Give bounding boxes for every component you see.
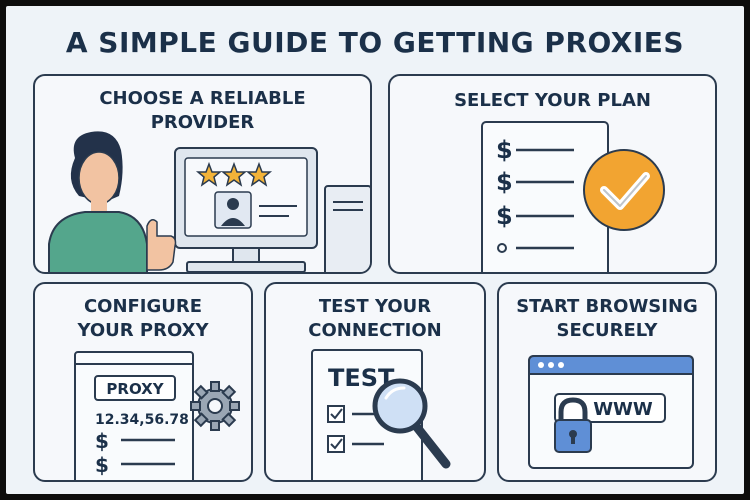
infographic-canvas: A SIMPLE GUIDE TO GETTING PROXIES CHOOSE… bbox=[6, 6, 744, 494]
check-badge-icon bbox=[583, 149, 665, 231]
provider-illustration bbox=[48, 131, 370, 272]
computer-icon bbox=[174, 147, 370, 272]
document-icon bbox=[74, 351, 194, 480]
page-title: A SIMPLE GUIDE TO GETTING PROXIES bbox=[65, 26, 685, 59]
browse-illustration: WWW bbox=[528, 355, 694, 469]
star-icon bbox=[195, 161, 273, 187]
step-card-browse-securely: START BROWSING SECURELY WWW bbox=[497, 282, 717, 482]
plan-symbol: $ bbox=[496, 136, 513, 164]
step-card-select-plan: SELECT YOUR PLAN $ $ $ bbox=[388, 74, 717, 274]
step-card-choose-provider: CHOOSE A RELIABLE PROVIDER bbox=[33, 74, 372, 274]
test-illustration: TEST bbox=[311, 349, 451, 480]
proxy-field bbox=[94, 375, 176, 401]
currency-symbol: $ bbox=[95, 429, 109, 453]
currency-symbol: $ bbox=[95, 453, 109, 477]
step-title-line1: SELECT YOUR PLAN bbox=[454, 90, 651, 111]
plan-illustration: $ $ $ bbox=[481, 121, 665, 272]
proxy-field-label: PROXY bbox=[106, 380, 164, 398]
configure-illustration: PROXY 12.34,56.78 $ $ bbox=[74, 351, 240, 480]
step-card-configure-proxy: CONFIGURE YOUR PROXY PROXY 12.34,56.78 $… bbox=[33, 282, 253, 482]
plan-symbol: $ bbox=[496, 168, 513, 196]
user-avatar-icon bbox=[214, 191, 252, 229]
step-card-test-connection: TEST YOUR CONNECTION TEST bbox=[264, 282, 486, 482]
checkbox-icon bbox=[327, 405, 384, 453]
step-title-line1: START BROWSING bbox=[516, 296, 698, 317]
step-title-line2: SECURELY bbox=[556, 320, 658, 341]
step-title-line1: CONFIGURE bbox=[83, 296, 203, 317]
step-title-line2: YOUR PROXY bbox=[77, 320, 209, 341]
plan-symbol: $ bbox=[496, 202, 513, 230]
gear-icon bbox=[190, 381, 240, 431]
url-text: WWW bbox=[593, 399, 653, 420]
step-title-line2: PROVIDER bbox=[150, 112, 255, 133]
document-icon bbox=[481, 121, 609, 272]
step-title-line1: TEST YOUR bbox=[318, 296, 432, 317]
padlock-icon bbox=[554, 397, 592, 453]
magnifier-icon bbox=[372, 378, 451, 469]
proxy-ip-address: 12.34,56.78 bbox=[95, 412, 189, 428]
step-title-line1: CHOOSE A RELIABLE bbox=[99, 88, 306, 109]
person-icon bbox=[48, 131, 177, 272]
step-title-line2: CONNECTION bbox=[308, 320, 442, 341]
